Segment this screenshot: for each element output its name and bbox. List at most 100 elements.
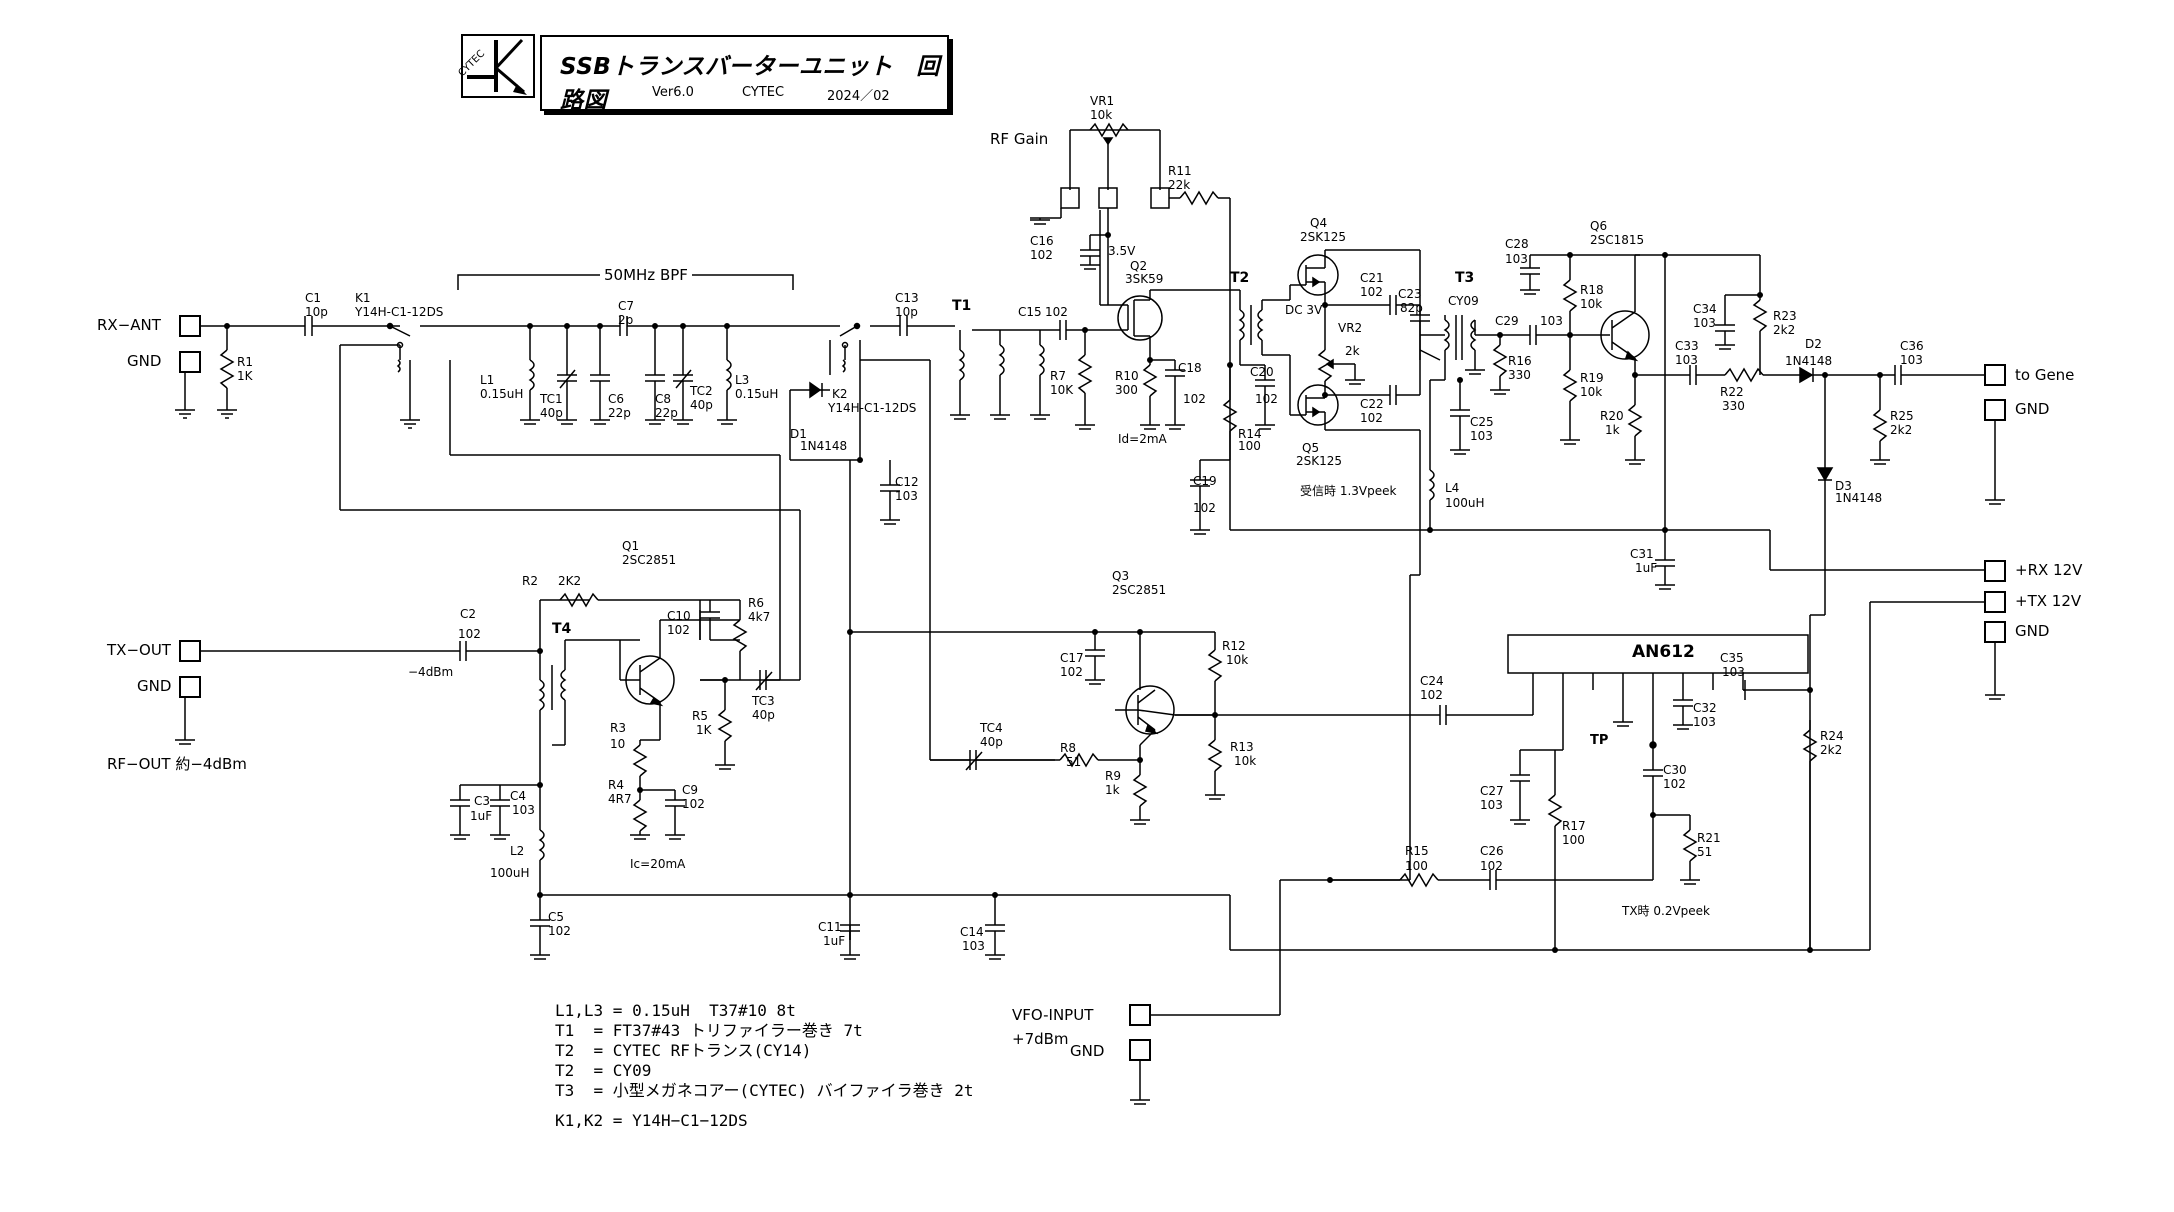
gnd-connector-gene[interactable] bbox=[1984, 399, 2006, 421]
tx-out-connector[interactable] bbox=[179, 640, 201, 662]
comp-label-l1: L1 bbox=[480, 373, 495, 387]
comp-label-r8v: 51 bbox=[1066, 755, 1082, 769]
comp-label-c11v: 1uF bbox=[823, 934, 846, 948]
gnd-label-rx: GND bbox=[127, 352, 162, 370]
comp-label-c25: C25 bbox=[1470, 415, 1494, 429]
comp-label-l3v: 0.15uH bbox=[735, 387, 779, 401]
comp-label-c16v: 102 bbox=[1030, 248, 1053, 262]
comp-label-r25: R25 bbox=[1890, 409, 1914, 423]
note-4: T3 = 小型メガネコアー(CYTEC) バイファイラ巻き 2t bbox=[555, 1081, 974, 1100]
note-0: L1,L3 = 0.15uH T37#10 8t bbox=[555, 1001, 796, 1020]
gnd-connector-tx[interactable] bbox=[179, 676, 201, 698]
comp-label-d2v: 1N4148 bbox=[1785, 354, 1833, 368]
comp-label-d1: D1 bbox=[790, 427, 807, 441]
comp-label-tc1v: 40p bbox=[540, 406, 563, 420]
comp-label-c13v: 10p bbox=[895, 305, 918, 319]
comp-label-c6: C6 bbox=[608, 392, 625, 406]
comp-label-r10: R10 bbox=[1115, 369, 1139, 383]
to-gene-connector[interactable] bbox=[1984, 364, 2006, 386]
cytec-logo bbox=[461, 34, 535, 98]
comp-label-vr1: VR1 bbox=[1090, 94, 1115, 108]
gnd-connector-power[interactable] bbox=[1984, 621, 2006, 643]
tx12-label: +TX 12V bbox=[2015, 592, 2082, 610]
comp-label-c10v: 102 bbox=[667, 623, 690, 637]
comp-label-c29: C29 bbox=[1495, 314, 1519, 328]
comp-label-c36v: 103 bbox=[1900, 353, 1923, 367]
comp-label-c3: C3 bbox=[474, 794, 491, 808]
comp-label-tc1: TC1 bbox=[540, 392, 563, 406]
comp-label-r7: R7 bbox=[1050, 369, 1066, 383]
comp-label-c23v: 82p bbox=[1400, 301, 1423, 315]
comp-label-c4v: 103 bbox=[512, 803, 535, 817]
comp-label-l2: L2 bbox=[510, 844, 525, 858]
comp-label-r25v: 2k2 bbox=[1890, 423, 1913, 437]
comp-label-v35: 3.5V bbox=[1108, 244, 1136, 258]
vfo-input-connector[interactable] bbox=[1129, 1004, 1151, 1026]
comp-label-r16v: 330 bbox=[1508, 368, 1531, 382]
gnd-label-vfo: GND bbox=[1070, 1042, 1105, 1060]
comp-label-c26: C26 bbox=[1480, 844, 1504, 858]
comp-label-r3v: 10 bbox=[610, 737, 626, 751]
comp-label-q6v: 2SC1815 bbox=[1590, 233, 1645, 247]
comp-label-r9: R9 bbox=[1105, 769, 1121, 783]
comp-label-c35: C35 bbox=[1720, 651, 1744, 665]
comp-label-r23v: 2k2 bbox=[1773, 323, 1796, 337]
comp-label-c19: C19 bbox=[1193, 474, 1217, 488]
comp-label-c27v: 103 bbox=[1480, 798, 1503, 812]
gnd-label-tx: GND bbox=[137, 677, 172, 695]
comp-label-r2: R2 bbox=[522, 574, 538, 588]
comp-label-c31v: 1uF bbox=[1635, 561, 1658, 575]
comp-label-r23: R23 bbox=[1773, 309, 1797, 323]
comp-label-c12: C12 bbox=[895, 475, 919, 489]
rx-ant-label: RX−ANT bbox=[97, 316, 161, 334]
comp-label-c26v: 102 bbox=[1480, 859, 1503, 873]
comp-label-r18v: 10k bbox=[1580, 297, 1603, 311]
comp-label-c34v: 103 bbox=[1693, 316, 1716, 330]
comp-label-q5: Q5 bbox=[1302, 441, 1320, 455]
comp-label-c30: C30 bbox=[1663, 763, 1687, 777]
comp-label-c16: C16 bbox=[1030, 234, 1054, 248]
comp-label-c7v: 2p bbox=[618, 313, 634, 327]
vfo-level-label: +7dBm bbox=[1012, 1030, 1069, 1048]
comp-label-tc2: TC2 bbox=[690, 384, 713, 398]
comp-label-c18: C18 bbox=[1178, 361, 1202, 375]
comp-label-l2v: 100uH bbox=[490, 866, 530, 880]
comp-label-r24v: 2k2 bbox=[1820, 743, 1843, 757]
comp-label-r20v: 1k bbox=[1605, 423, 1620, 437]
comp-label-c21: C21 bbox=[1360, 271, 1384, 285]
comp-label-c27: C27 bbox=[1480, 784, 1504, 798]
comp-label-c29v: 103 bbox=[1540, 314, 1563, 328]
comp-label-r4v: 4R7 bbox=[608, 792, 632, 806]
bpf-label: 50MHz BPF bbox=[600, 268, 692, 283]
comp-label-vr2v: 2k bbox=[1345, 344, 1360, 358]
note-5: K1,K2 = Y14H−C1−12DS bbox=[555, 1111, 748, 1130]
tx12-connector[interactable] bbox=[1984, 591, 2006, 613]
comp-label-c32v: 103 bbox=[1693, 715, 1716, 729]
rx-ant-connector[interactable] bbox=[179, 315, 201, 337]
comp-label-c22: C22 bbox=[1360, 397, 1384, 411]
comp-label-r8: R8 bbox=[1060, 741, 1076, 755]
comp-label-r6: R6 bbox=[748, 596, 764, 610]
gnd-connector-rx[interactable] bbox=[179, 351, 201, 373]
gnd-label-power: GND bbox=[2015, 622, 2050, 640]
comp-label-c18v: 102 bbox=[1183, 392, 1206, 406]
comp-label-q6: Q6 bbox=[1590, 219, 1608, 233]
comp-label-q5v: 2SK125 bbox=[1296, 454, 1343, 468]
gnd-connector-vfo[interactable] bbox=[1129, 1039, 1151, 1061]
comp-label-r22: R22 bbox=[1720, 385, 1744, 399]
comp-label-r6v: 4k7 bbox=[748, 610, 771, 624]
gnd-label-gene: GND bbox=[2015, 400, 2050, 418]
comp-label-r15v: 100 bbox=[1405, 859, 1428, 873]
comp-label-l1v: 0.15uH bbox=[480, 387, 524, 401]
comp-label-l4: L4 bbox=[1445, 481, 1460, 495]
comp-label-c14: C14 bbox=[960, 925, 984, 939]
comp-label-c33v: 103 bbox=[1675, 353, 1698, 367]
title-version: Ver6.0 bbox=[652, 85, 694, 100]
comp-label-c31: C31 bbox=[1630, 547, 1654, 561]
comp-label-q1v: 2SC2851 bbox=[622, 553, 677, 567]
comp-label-t3v: CY09 bbox=[1448, 294, 1479, 308]
comp-label-q4v: 2SK125 bbox=[1300, 230, 1347, 244]
comp-label-c28v: 103 bbox=[1505, 252, 1528, 266]
rx12-connector[interactable] bbox=[1984, 560, 2006, 582]
